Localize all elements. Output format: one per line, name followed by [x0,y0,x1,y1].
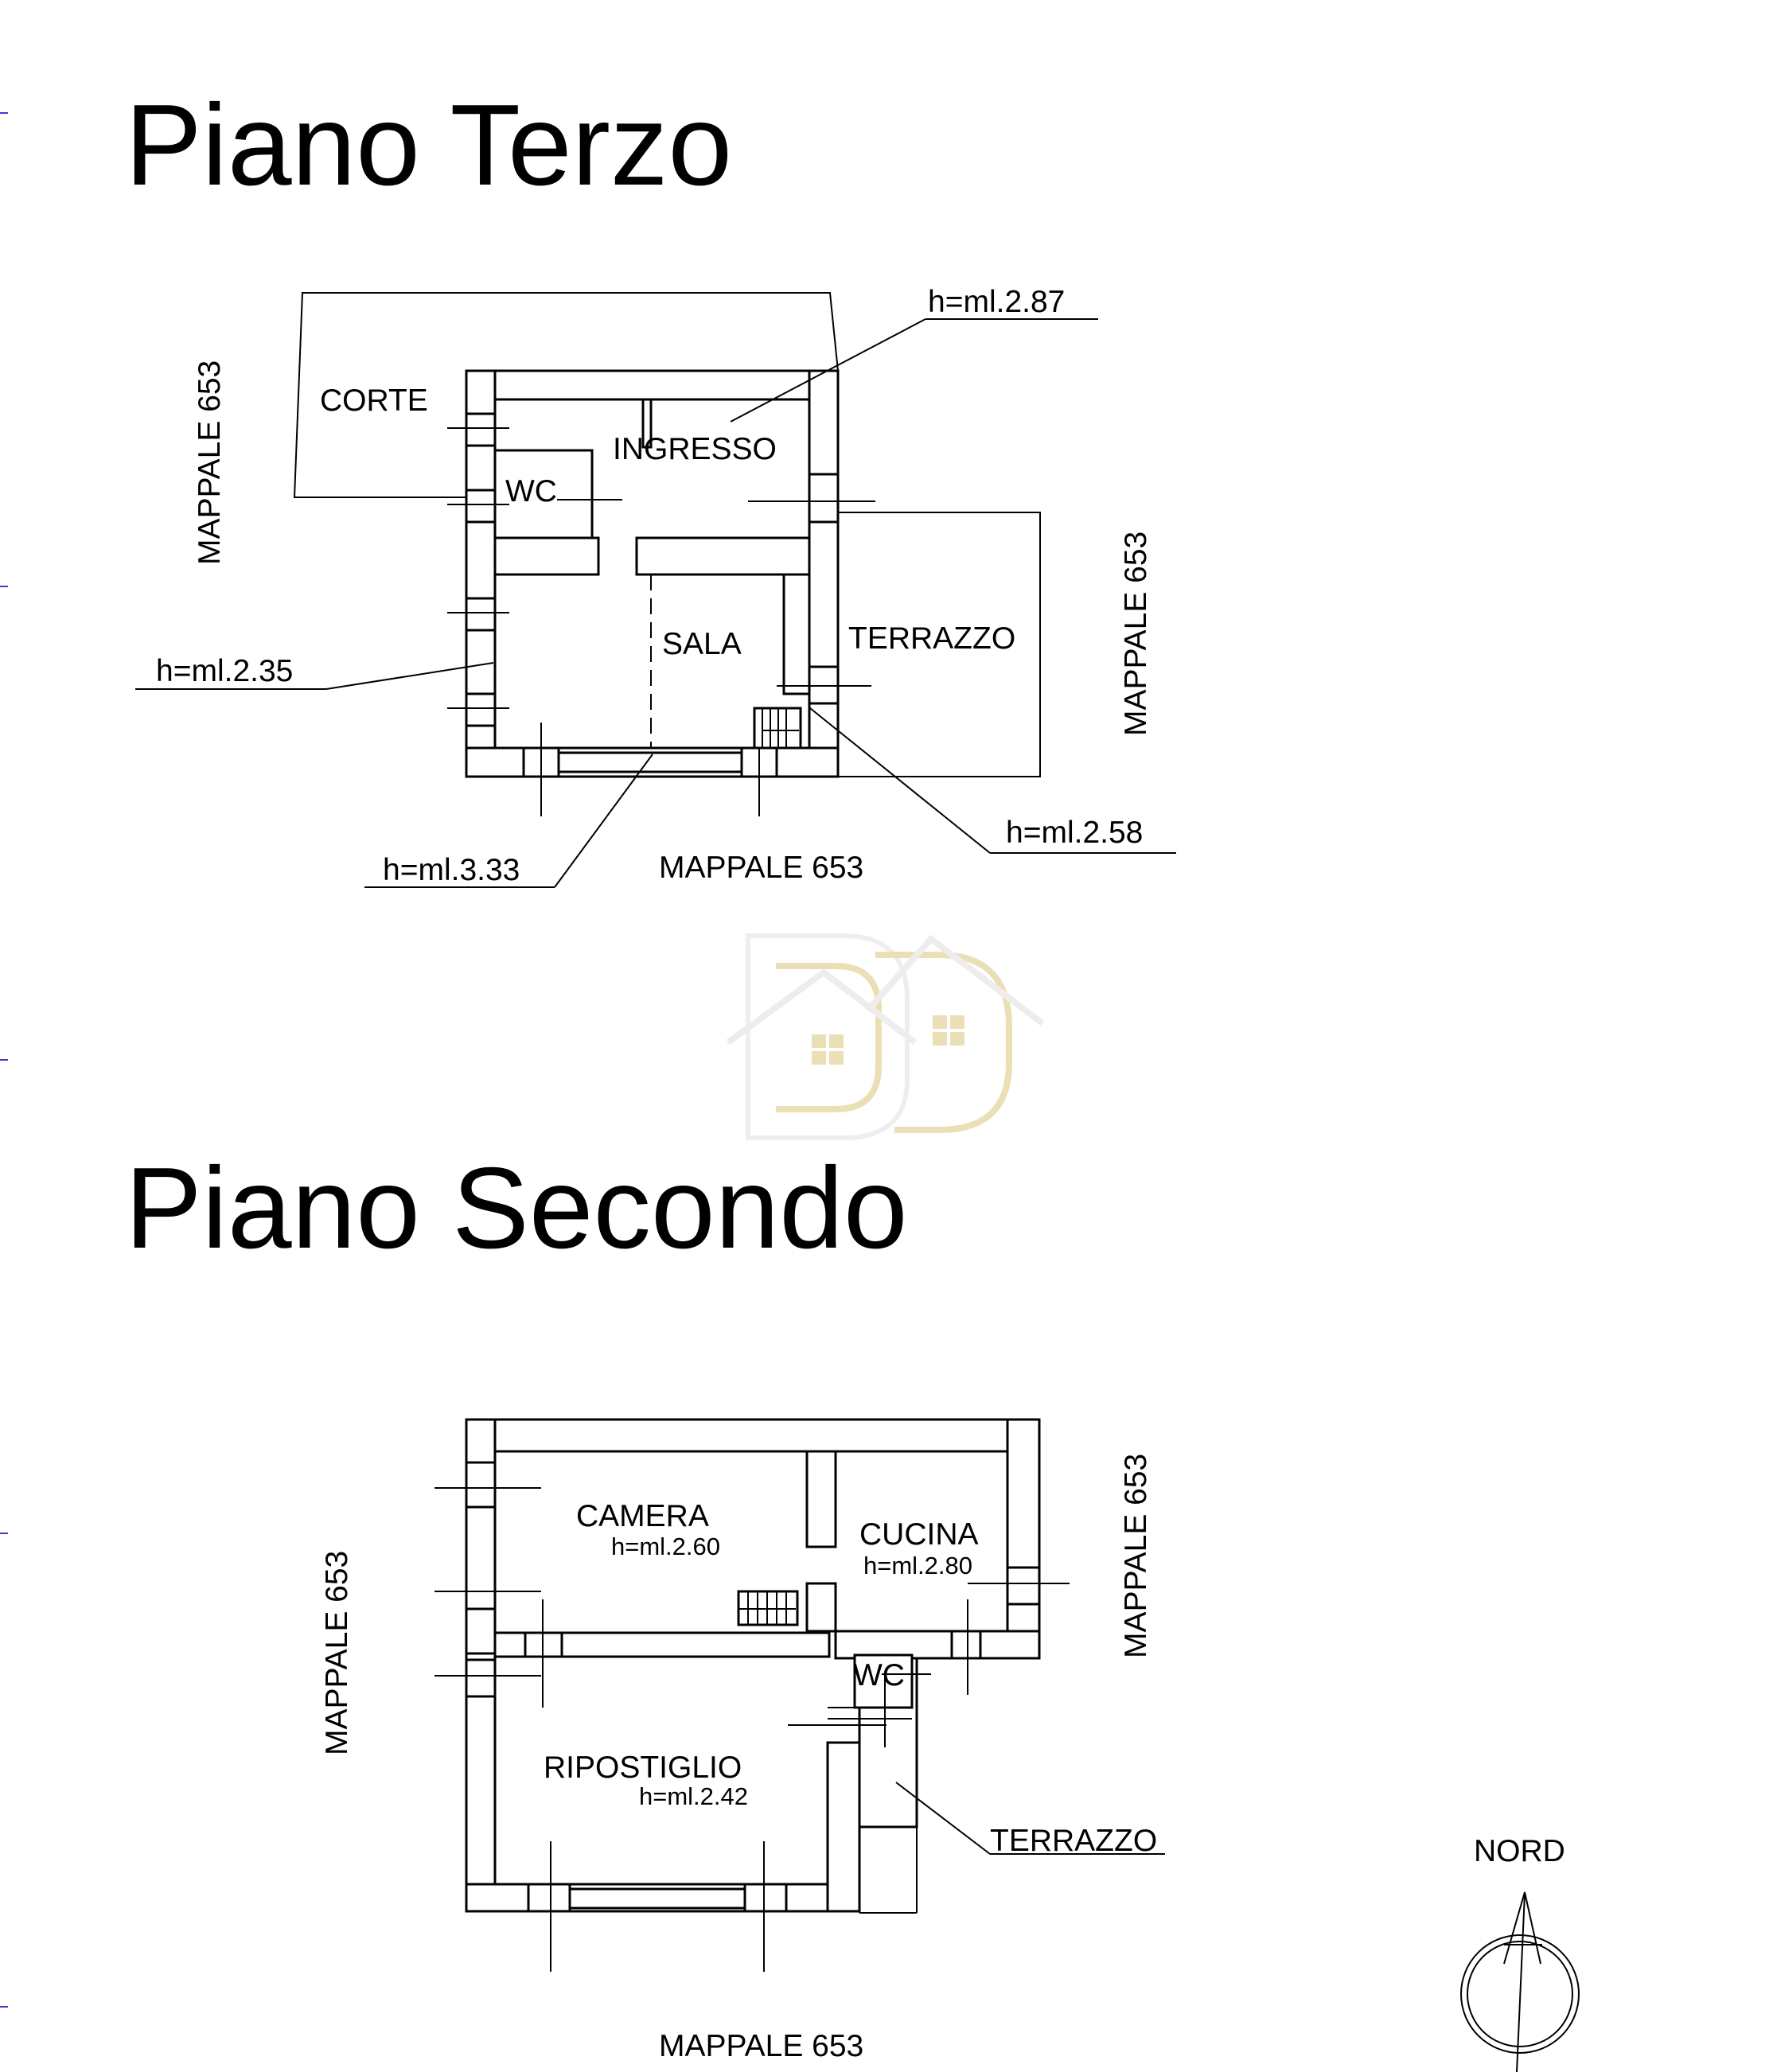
boundary-right-second: MAPPALE 653 [1119,1454,1153,1658]
title-third-floor: Piano Terzo [125,80,732,209]
room-terrazzo-third: TERRAZZO [848,621,1015,656]
third-floor-windows [447,412,875,816]
second-floor-wc-box [828,1653,931,1747]
terrazzo-outline-third [838,512,1041,777]
boundary-bottom-third: MAPPALE 653 [659,851,863,885]
room-terrazzo-second: TERRAZZO [990,1824,1157,1858]
second-floor-windows [434,1461,1070,1972]
boundary-bottom-second: MAPPALE 653 [659,2029,863,2063]
third-floor-plan: CORTE INGRESSO WC SALA TERRAZZO h=ml.2.8… [135,285,1176,888]
third-floor-leaders [135,318,1176,888]
corte-outline [293,292,839,498]
compass: NORD [1460,1834,1580,2072]
title-second-floor: Piano Secondo [125,1143,908,1272]
height-ingresso: h=ml.2.87 [928,285,1065,319]
third-floor-stair [753,707,802,750]
room-ingresso: INGRESSO [613,432,777,466]
room-wc-third: WC [505,474,557,508]
second-floor-leaders [895,1782,1165,1855]
height-sala-left: h=ml.2.35 [156,654,293,688]
second-floor-walls [465,1418,1041,1914]
room-sala: SALA [662,627,742,661]
height-camera: h=ml.2.60 [611,1533,720,1560]
boundary-right-third: MAPPALE 653 [1119,532,1153,736]
boundary-left-third: MAPPALE 653 [193,360,227,565]
compass-arrow-icon [1460,1891,1580,2072]
second-floor-stair [737,1590,799,1626]
height-sala-bottom: h=ml.3.33 [383,853,520,887]
room-wc-second: WC [853,1658,905,1692]
height-cucina: h=ml.2.80 [863,1552,972,1579]
room-camera: CAMERA [576,1499,709,1533]
margin-marks [0,112,8,2008]
room-corte: CORTE [320,384,428,418]
boundary-left-second: MAPPALE 653 [320,1551,354,1755]
height-stair: h=ml.2.58 [1006,816,1143,850]
room-cucina: CUCINA [859,1517,979,1552]
second-floor-plan: CAMERA h=ml.2.60 CUCINA h=ml.2.80 WC RIP… [320,1418,1165,2063]
compass-label: NORD [1474,1834,1565,1868]
height-ripostiglio: h=ml.2.42 [639,1782,748,1810]
watermark-logo [726,933,1045,1140]
room-ripostiglio: RIPOSTIGLIO [544,1751,742,1785]
